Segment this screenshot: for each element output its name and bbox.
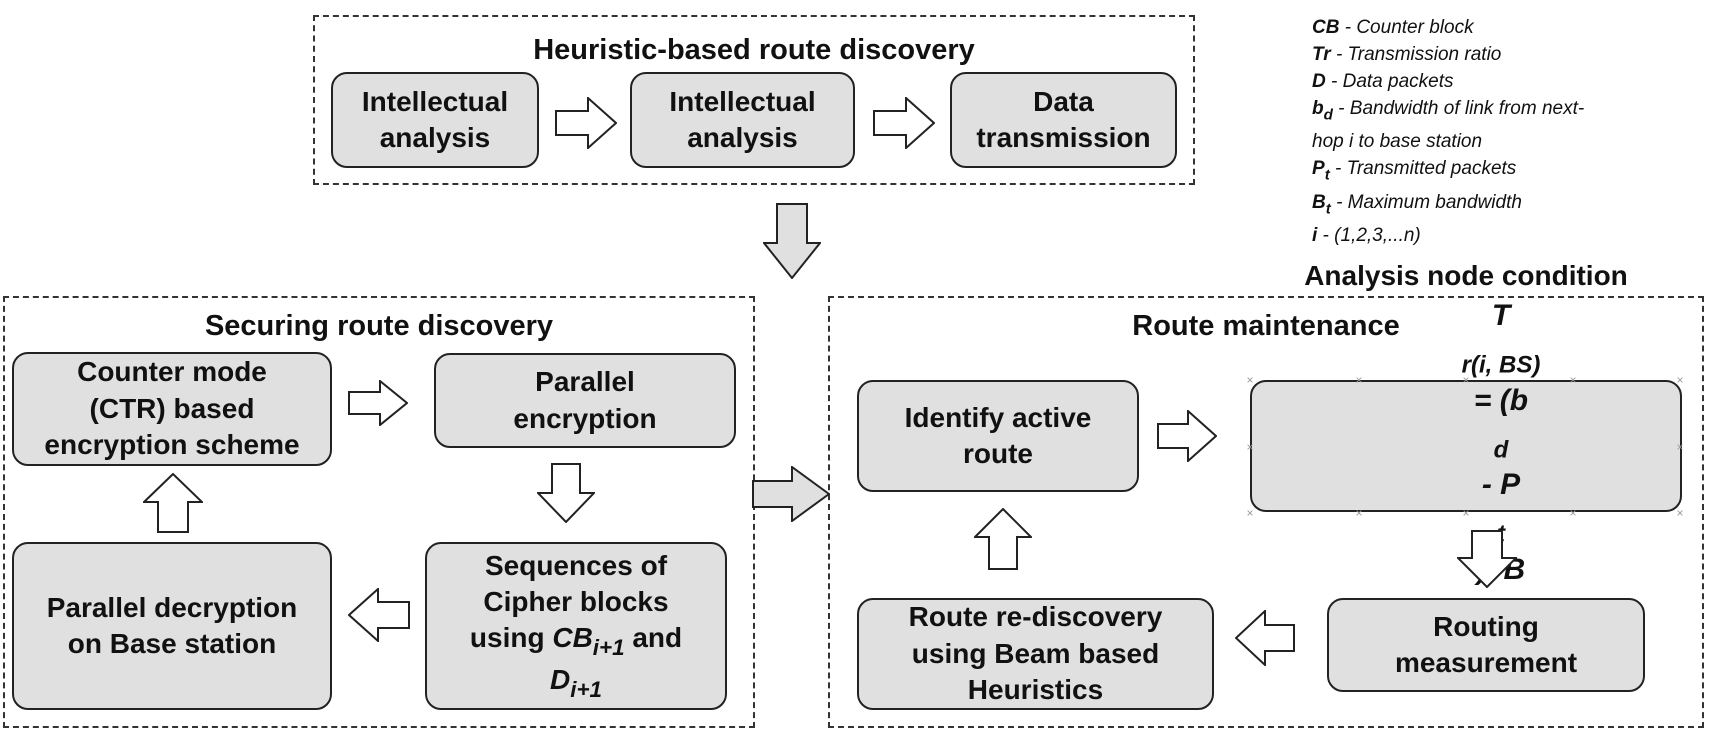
intellectual-analysis-box-2: Intellectual analysis [630, 72, 855, 168]
seq-using: using [469, 622, 553, 654]
legend: CB - Counter block Tr - Transmission rat… [1312, 14, 1584, 249]
box3-line1: Data [1033, 85, 1094, 117]
securing-panel: Securing route discovery [3, 296, 755, 728]
heuristic-panel: Heuristic-based route discovery [313, 15, 1195, 185]
legend-d-desc: - Data packets [1325, 71, 1454, 92]
ctr-line2: (CTR) based [89, 392, 255, 424]
seq-cb-symbol: CB [552, 622, 593, 654]
arrow-right-1 [555, 97, 617, 149]
box2-line1: Intellectual [669, 85, 816, 117]
routing-measurement-box: Routing measurement [1327, 598, 1645, 692]
formula-eq: = (b [1473, 383, 1529, 417]
ctr-encryption-box: Counter mode (CTR) based encryption scheme [12, 352, 332, 466]
identify-line1: Identify active [904, 401, 1092, 433]
seq-line4: Di+1 [470, 662, 682, 704]
legend-bd-sub: d [1323, 106, 1333, 124]
formula-t: T [1491, 299, 1511, 333]
seq-d-symbol: D [550, 664, 571, 696]
box1-line2: analysis [379, 122, 491, 153]
legend-bt-symbol: B [1312, 191, 1326, 213]
legend-pt-symbol: P [1312, 158, 1325, 180]
ctr-line1: Counter mode [77, 356, 267, 388]
legend-bd-symbol: b [1312, 98, 1324, 119]
formula-t-sub: r(i, BS) [1461, 351, 1541, 379]
penc-line2: encryption [513, 402, 657, 434]
legend-bt-sub: t [1325, 199, 1331, 217]
rediscovery-line1: Route re-discovery [908, 601, 1163, 633]
legend-d-symbol: D [1312, 71, 1326, 92]
pdec-line1: Parallel decryption [46, 591, 298, 623]
arrow-right-2 [873, 97, 935, 149]
seq-and: and [624, 622, 683, 654]
rediscovery-line3: Heuristics [967, 674, 1104, 706]
ctr-line3: encryption scheme [44, 429, 300, 461]
legend-cb-desc: - Counter block [1339, 17, 1474, 38]
routing-line2: measurement [1394, 647, 1578, 678]
arrow-right-4 [1157, 410, 1217, 462]
analysis-title: Analysis node condition [1304, 259, 1628, 291]
arrow-down-main [763, 203, 821, 279]
data-transmission-box: Data transmission [950, 72, 1177, 168]
arrow-right-main [752, 466, 830, 522]
arrow-right-3 [348, 380, 408, 426]
pdec-line2: on Base station [67, 628, 277, 659]
legend-pt-desc: - Transmitted packets [1329, 158, 1517, 180]
arrow-up-1 [143, 473, 203, 533]
legend-pt: Pt - Transmitted packets [1312, 155, 1584, 188]
legend-bd-cont: hop i to base station [1312, 128, 1584, 155]
box3-line2: transmission [976, 122, 1151, 153]
identify-line2: route [962, 438, 1033, 469]
seq-line3: using CBi+1 and [470, 620, 682, 662]
legend-tr-desc: - Transmission ratio [1330, 44, 1502, 65]
penc-line1: Parallel [535, 366, 635, 398]
legend-bd-desc2: hop i to base station [1312, 131, 1483, 153]
securing-panel-title: Securing route discovery [204, 310, 554, 342]
parallel-decryption-box: Parallel decryption on Base station [12, 542, 332, 710]
routing-line1: Routing [1433, 610, 1539, 642]
maintenance-panel-title: Route maintenance [1132, 310, 1400, 342]
arrow-down-2 [1457, 530, 1517, 588]
legend-bd-desc1: - Bandwidth of link from next- [1332, 98, 1585, 119]
legend-pt-sub: t [1324, 166, 1330, 184]
box1-line1: Intellectual [361, 85, 509, 117]
maintenance-panel: Route maintenance [828, 296, 1704, 728]
seq-line1: Sequences of [484, 549, 668, 581]
legend-i-desc: - (1,2,3,...n) [1317, 224, 1421, 246]
arrow-left-2 [1235, 610, 1295, 666]
legend-bt-desc: - Maximum bandwidth [1330, 191, 1522, 213]
legend-tr: Tr - Transmission ratio [1312, 41, 1584, 68]
arrow-down-1 [537, 463, 595, 523]
arrow-up-2 [974, 508, 1032, 570]
parallel-encryption-box: Parallel encryption [434, 353, 736, 448]
tr-formula: Tr(i, BS) = (bd - Pt)/ Bt [1304, 296, 1628, 634]
legend-bd: bd - Bandwidth of link from next- [1312, 95, 1584, 128]
legend-d: D - Data packets [1312, 68, 1584, 95]
legend-tr-symbol: Tr [1312, 44, 1331, 65]
box2-line2: analysis [687, 122, 798, 153]
legend-i: i - (1,2,3,...n) [1312, 222, 1584, 249]
legend-bt: Bt - Maximum bandwidth [1312, 189, 1584, 222]
seq-cb-sub: i+1 [592, 635, 625, 661]
legend-cb: CB - Counter block [1312, 14, 1584, 41]
intellectual-analysis-box-1: Intellectual analysis [331, 72, 539, 168]
arrow-left-1 [348, 588, 410, 642]
legend-cb-symbol: CB [1312, 17, 1340, 38]
formula-b-sub: d [1493, 436, 1509, 464]
legend-i-symbol: i [1312, 224, 1318, 246]
heuristic-panel-title: Heuristic-based route discovery [533, 34, 975, 66]
rediscovery-line2: using Beam based [911, 637, 1160, 669]
seq-d-sub: i+1 [570, 677, 602, 703]
cipher-blocks-box: Sequences of Cipher blocks using CBi+1 a… [425, 542, 727, 710]
identify-active-route-box: Identify active route [857, 380, 1139, 492]
formula-minus: - P [1481, 468, 1521, 502]
seq-line2: Cipher blocks [483, 586, 669, 618]
